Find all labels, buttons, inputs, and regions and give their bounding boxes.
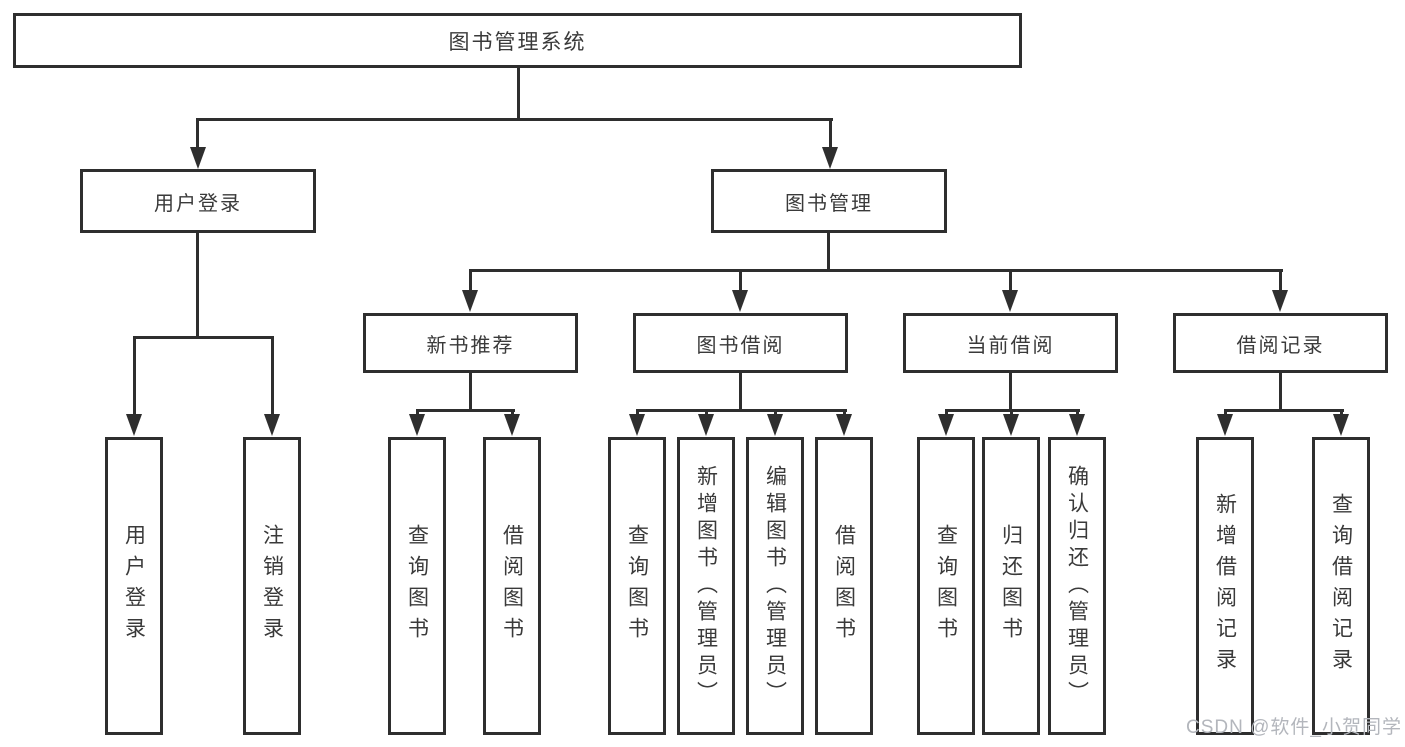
node-label: 图书借阅 <box>696 334 785 357</box>
leaf-return-books: 归还图书 <box>982 437 1040 735</box>
node-label: 编辑图书（管理员） <box>763 464 787 708</box>
arrowhead <box>1333 414 1349 436</box>
node-book-borrowing: 图书借阅 <box>633 313 848 373</box>
arrowhead <box>1217 414 1233 436</box>
node-new-book-recommend: 新书推荐 <box>363 313 578 373</box>
connector-line <box>739 269 742 293</box>
leaf-query-books-recommend: 查询图书 <box>388 437 446 735</box>
node-label: 新增图书（管理员） <box>694 464 718 708</box>
node-label: 新书推荐 <box>426 334 515 357</box>
node-user-login: 用户登录 <box>80 169 316 233</box>
node-label: 注销登录 <box>260 524 284 648</box>
connector-line <box>1009 269 1012 293</box>
node-book-management: 图书管理 <box>711 169 947 233</box>
connector-line <box>196 233 199 338</box>
arrowhead <box>1002 290 1018 312</box>
leaf-query-books-current: 查询图书 <box>917 437 975 735</box>
arrowhead <box>1069 414 1085 436</box>
node-label: 查询图书 <box>405 524 429 648</box>
node-borrowing-records: 借阅记录 <box>1173 313 1388 373</box>
arrowhead <box>629 414 645 436</box>
arrowhead <box>938 414 954 436</box>
connector-line <box>196 118 199 152</box>
connector-line <box>1279 269 1282 293</box>
arrowhead <box>836 414 852 436</box>
node-label: 图书管理 <box>785 192 873 215</box>
connector-line <box>469 373 472 411</box>
node-label: 借阅图书 <box>500 524 524 648</box>
arrowhead <box>698 414 714 436</box>
node-label: 查询图书 <box>934 524 958 648</box>
connector-line <box>739 373 742 411</box>
node-label: 查询图书 <box>625 524 649 648</box>
node-label: 图书管理系统 <box>448 30 587 54</box>
node-label: 归还图书 <box>999 524 1023 648</box>
node-label: 查询借阅记录 <box>1329 493 1353 679</box>
connector-line <box>469 269 472 293</box>
node-library-management-system: 图书管理系统 <box>13 13 1022 68</box>
node-label: 用户登录 <box>122 524 146 648</box>
csdn-watermark: CSDN @软件_小贺同学 <box>1186 717 1402 738</box>
leaf-borrow-books-recommend: 借阅图书 <box>483 437 541 735</box>
connector-line <box>827 233 830 271</box>
connector-line <box>133 336 274 339</box>
connector-line <box>469 269 1283 272</box>
connector-line <box>636 409 847 412</box>
arrowhead <box>126 414 142 436</box>
leaf-borrow-books-borrowing: 借阅图书 <box>815 437 873 735</box>
arrowhead <box>732 290 748 312</box>
arrowhead <box>767 414 783 436</box>
arrowhead <box>1272 290 1288 312</box>
node-label: 借阅图书 <box>832 524 856 648</box>
arrowhead <box>409 414 425 436</box>
node-label: 新增借阅记录 <box>1213 493 1237 679</box>
arrowhead <box>504 414 520 436</box>
node-label: 当前借阅 <box>966 334 1055 357</box>
node-label: 借阅记录 <box>1236 334 1325 357</box>
connector-line <box>1009 373 1012 411</box>
leaf-user-login: 用户登录 <box>105 437 163 735</box>
node-current-borrowing: 当前借阅 <box>903 313 1118 373</box>
leaf-query-books-borrowing: 查询图书 <box>608 437 666 735</box>
connector-line <box>196 118 833 121</box>
leaf-confirm-return-admin: 确认归还（管理员） <box>1048 437 1106 735</box>
connector-line <box>1279 373 1282 411</box>
leaf-add-borrow-record: 新增借阅记录 <box>1196 437 1254 735</box>
leaf-edit-book-admin: 编辑图书（管理员） <box>746 437 804 735</box>
node-label: 用户登录 <box>154 192 242 215</box>
arrowhead <box>1003 414 1019 436</box>
connector-line <box>133 336 136 416</box>
connector-line <box>517 68 520 120</box>
arrowhead <box>822 147 838 169</box>
arrowhead <box>462 290 478 312</box>
leaf-logout: 注销登录 <box>243 437 301 735</box>
leaf-add-book-admin: 新增图书（管理员） <box>677 437 735 735</box>
leaf-query-borrow-record: 查询借阅记录 <box>1312 437 1370 735</box>
arrowhead <box>264 414 280 436</box>
node-label: 确认归还（管理员） <box>1065 464 1089 708</box>
arrowhead <box>190 147 206 169</box>
connector-line <box>271 336 274 416</box>
connector-line <box>829 118 832 152</box>
connector-line <box>1224 409 1344 412</box>
connector-line <box>416 409 515 412</box>
